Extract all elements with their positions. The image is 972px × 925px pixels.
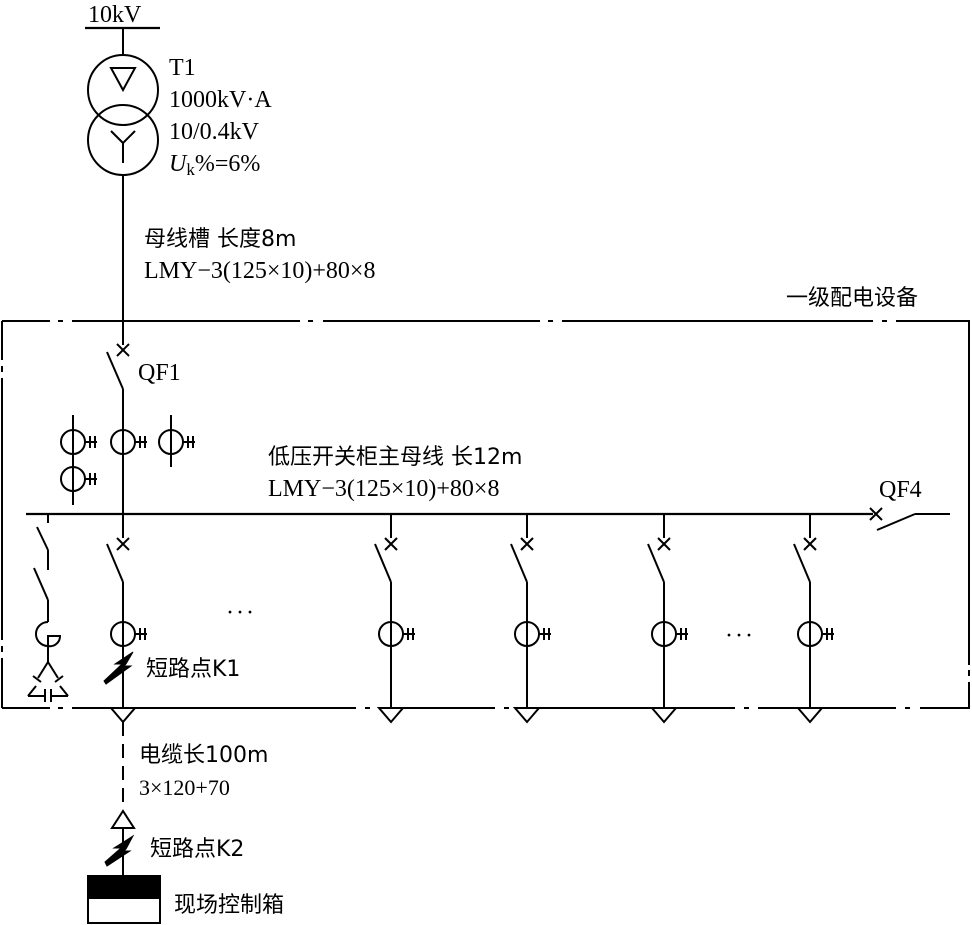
impedance-symbol: U — [169, 151, 188, 177]
qf4-label: QF4 — [879, 477, 922, 503]
breaker-trip-icon — [803, 537, 817, 551]
feeder-2-branch — [374, 514, 415, 724]
enclosure-label: 一级配电设备 — [786, 286, 918, 311]
transformer-ratio: 10/0.4kV — [169, 119, 260, 145]
feeder-group — [374, 514, 834, 724]
k2-label: 短路点K2 — [150, 837, 244, 862]
delta-winding-icon — [109, 67, 137, 93]
busway-name: 母线槽 长度8m — [144, 227, 296, 252]
capacitor-bank-icon — [27, 661, 69, 702]
isolator-switch-icon — [36, 526, 49, 551]
qf4-breaker-icon — [869, 507, 950, 531]
transformer-impedance: Uk%=6% — [169, 151, 260, 179]
k1-label: 短路点K1 — [146, 657, 240, 682]
feeder-k1-branch — [103, 514, 147, 724]
wye-winding-icon — [110, 130, 136, 163]
ct-main-incoming — [110, 429, 147, 455]
control-box-icon — [87, 875, 161, 924]
breaker-contact-icon — [374, 543, 392, 583]
impedance-value: %=6% — [195, 151, 261, 177]
breaker-trip-icon — [657, 537, 671, 551]
main-bus-name: 低压开关柜主母线 长12m — [268, 445, 522, 470]
fault-bolt-icon — [103, 651, 134, 685]
cable-spec: 3×120+70 — [139, 775, 230, 800]
cable-head-icon — [110, 809, 136, 829]
main-bus-spec: LMY−3(125×10)+80×8 — [268, 476, 499, 502]
cable-head-icon — [108, 707, 138, 724]
transformer-icon — [87, 54, 159, 176]
outgoing-cable — [104, 722, 136, 876]
breaker-contact-icon — [647, 543, 665, 583]
cable-head-icon — [512, 707, 542, 724]
feeder-5-branch — [793, 514, 834, 724]
transformer-id: T1 — [169, 55, 196, 81]
transformer-rating: 1000kV·A — [169, 87, 272, 113]
breaker-contact-icon — [793, 543, 811, 583]
source-voltage-label: 10kV — [88, 2, 142, 28]
control-box-label: 现场控制箱 — [174, 893, 284, 918]
qf1-breaker-icon — [106, 343, 130, 515]
feeder-4-branch — [647, 514, 688, 724]
breaker-contact-icon — [510, 543, 528, 583]
breaker-contact-icon — [106, 543, 124, 583]
impedance-subscript: k — [186, 160, 195, 179]
ellipsis-left: ··· — [226, 600, 256, 626]
cable-head-icon — [649, 707, 679, 724]
cable-head-icon — [376, 707, 406, 724]
qf1-label: QF1 — [138, 360, 181, 386]
reactor-icon — [35, 621, 49, 647]
capacitor-branch — [27, 514, 69, 702]
ct-metering — [158, 415, 195, 467]
breaker-trip-icon — [384, 537, 398, 551]
cable-length: 电缆长100m — [139, 743, 268, 768]
cable-head-icon — [795, 707, 825, 724]
fault-bolt-icon — [104, 834, 135, 867]
breaker-trip-icon — [520, 537, 534, 551]
feeder-3-branch — [510, 514, 551, 724]
busway-spec: LMY−3(125×10)+80×8 — [144, 258, 375, 284]
contactor-icon — [33, 567, 49, 601]
ct-group-left — [60, 415, 97, 505]
ellipsis-right: ··· — [725, 623, 755, 649]
